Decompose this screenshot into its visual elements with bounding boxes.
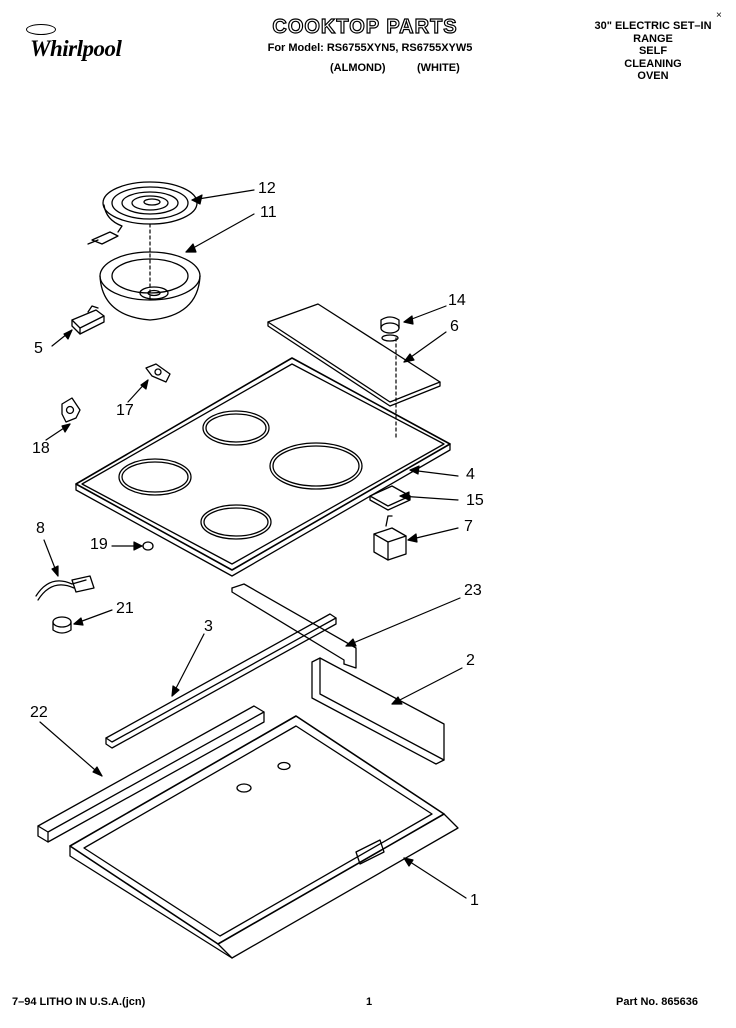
appliance-desc-line: OVEN — [637, 70, 669, 82]
callout-18: 18 — [32, 440, 50, 457]
terminal-block-5 — [71, 305, 105, 335]
color-white-label: (WHITE) — [417, 62, 460, 74]
litho-note: 7–94 LITHO IN U.S.A.(jcn) — [12, 996, 146, 1008]
appliance-desc-line: SELF — [638, 45, 668, 57]
corner-mark: × — [716, 10, 722, 21]
callout-1: 1 — [470, 892, 479, 909]
surface-element-coil — [87, 181, 198, 245]
callout-2: 2 — [466, 652, 475, 669]
callout-5: 5 — [34, 340, 43, 357]
trim-strip-3 — [105, 613, 337, 749]
callout-7: 7 — [464, 518, 473, 535]
leader-lines — [39, 189, 467, 899]
callout-3: 3 — [204, 618, 213, 635]
infinite-switch-7 — [373, 515, 407, 561]
switch-plate-15 — [369, 485, 411, 511]
clip-17 — [145, 363, 171, 383]
callout-6: 6 — [450, 318, 459, 335]
callout-14: 14 — [448, 292, 466, 309]
callout-8: 8 — [36, 520, 45, 537]
callout-19: 19 — [90, 536, 108, 553]
cooktop-box-1 — [69, 715, 459, 959]
nut-21 — [52, 616, 72, 634]
control-panel-strip-6 — [267, 303, 441, 407]
color-almond-label: (ALMOND) — [330, 62, 386, 74]
page-number: 1 — [366, 996, 373, 1008]
wire-harness-8 — [35, 575, 95, 601]
bracket-18 — [61, 397, 81, 423]
cooktop-panel-4 — [75, 357, 451, 577]
callout-22: 22 — [30, 704, 48, 721]
model-line: For Model: RS6755XYN5, RS6755XYW5 — [267, 42, 473, 54]
page-title: COOKTOP PARTS — [272, 15, 458, 38]
appliance-desc-line: RANGE — [633, 32, 673, 45]
front-bracket-23 — [231, 583, 357, 669]
knob-14 — [380, 316, 400, 342]
callout-12: 12 — [258, 180, 276, 197]
callout-23: 23 — [464, 582, 482, 599]
part-number: Part No. 865636 — [616, 996, 698, 1008]
callout-17: 17 — [116, 402, 134, 419]
logo-text: Whirlpool — [30, 36, 122, 61]
callout-11: 11 — [260, 204, 277, 221]
whirlpool-logo: Whirlpool — [12, 24, 162, 72]
rear-panel-2 — [311, 657, 445, 765]
callout-15: 15 — [466, 492, 484, 509]
appliance-desc-line: 30" ELECTRIC SET–IN — [594, 20, 712, 32]
side-rail-22 — [37, 705, 265, 843]
grommet-19 — [142, 541, 154, 551]
callout-21: 21 — [116, 600, 134, 617]
callout-4: 4 — [466, 466, 475, 483]
appliance-desc-line: CLEANING — [624, 57, 682, 70]
appliance-description: 30" ELECTRIC SET–IN RANGE SELF CLEANING … — [568, 20, 736, 83]
logo-badge-icon — [26, 24, 56, 35]
